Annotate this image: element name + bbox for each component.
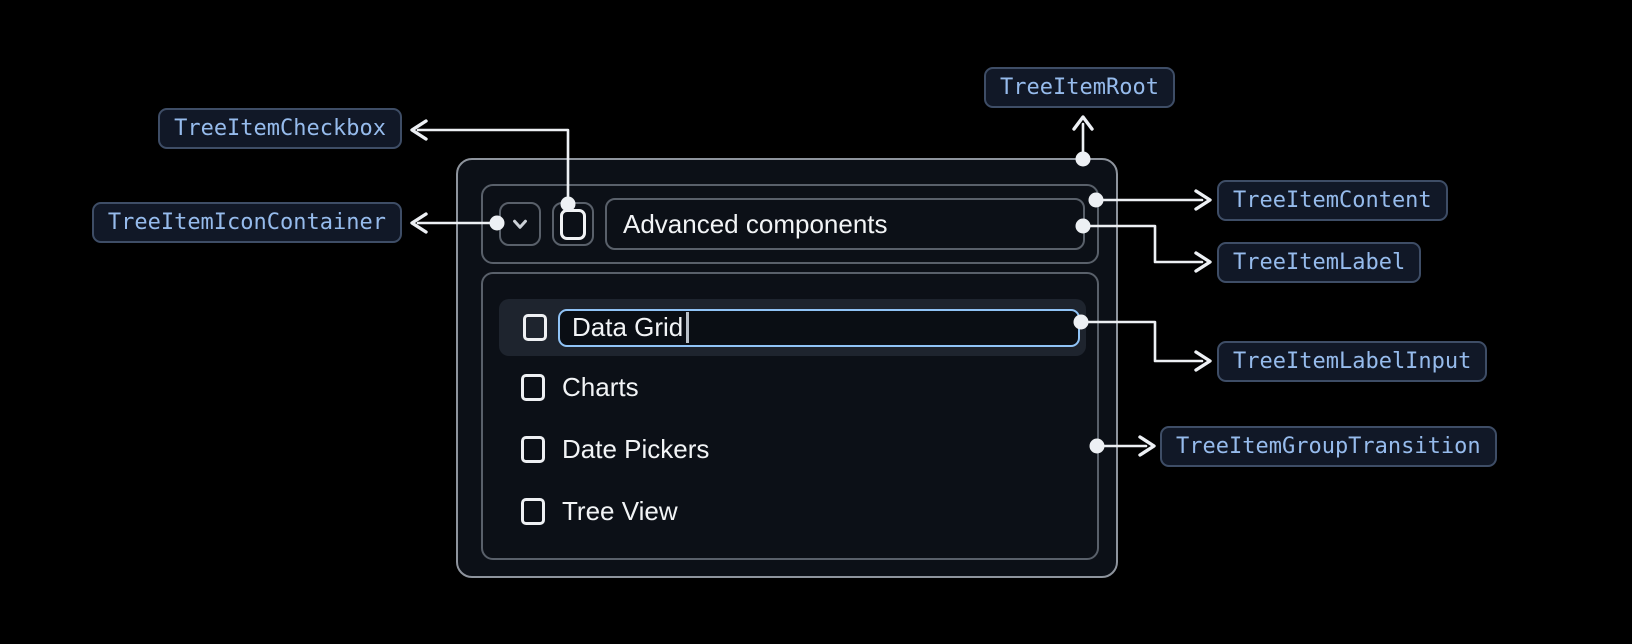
tree-row-label: Tree View: [562, 495, 678, 526]
tree-item-root-panel: Advanced components Data Grid Charts Dat…: [456, 158, 1118, 578]
chevron-down-icon: [513, 219, 527, 229]
tree-item-label-input[interactable]: Data Grid: [558, 308, 1080, 347]
tree-item-checkbox[interactable]: [552, 202, 594, 246]
tree-row-label: Charts: [562, 371, 639, 402]
checkbox-unchecked-icon[interactable]: [521, 435, 545, 463]
checkbox-unchecked-icon[interactable]: [523, 314, 547, 341]
tree-row-data-grid[interactable]: Data Grid: [499, 299, 1086, 356]
tree-item-content-row[interactable]: Advanced components: [481, 184, 1099, 264]
text-caret: [686, 312, 689, 343]
checkbox-unchecked-icon: [560, 208, 586, 240]
tree-item-label: Advanced components: [605, 198, 1085, 250]
tree-item-icon-container[interactable]: [499, 202, 541, 246]
tree-row-label: Date Pickers: [562, 433, 710, 464]
tree-row-date-pickers[interactable]: Date Pickers: [483, 418, 1097, 480]
badge-tree-item-root: TreeItemRoot: [984, 67, 1175, 108]
badge-tree-item-checkbox: TreeItemCheckbox: [158, 108, 402, 149]
badge-tree-item-icon-container: TreeItemIconContainer: [91, 202, 402, 243]
checkbox-unchecked-icon[interactable]: [521, 373, 545, 401]
checkbox-unchecked-icon[interactable]: [521, 497, 545, 525]
tree-row-charts[interactable]: Charts: [483, 356, 1097, 418]
badge-tree-item-label: TreeItemLabel: [1217, 242, 1422, 283]
badge-tree-item-group-transition: TreeItemGroupTransition: [1160, 426, 1497, 467]
parent-label-text: Advanced components: [623, 208, 888, 239]
badge-tree-item-content: TreeItemContent: [1217, 180, 1448, 221]
label-input-value: Data Grid: [572, 312, 684, 342]
tree-row-tree-view[interactable]: Tree View: [483, 480, 1097, 542]
tree-item-group-transition-container: Data Grid Charts Date Pickers Tree View: [481, 272, 1099, 560]
badge-tree-item-label-input: TreeItemLabelInput: [1217, 341, 1488, 382]
